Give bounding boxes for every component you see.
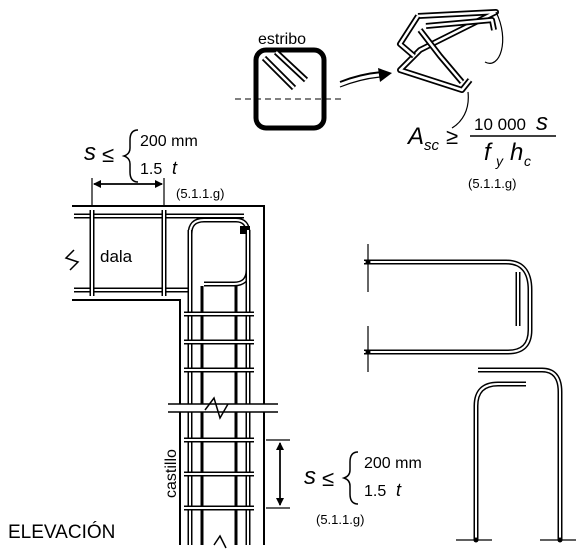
spacing-top-opt2-var: t (172, 158, 178, 178)
elevation-drawing (64, 205, 278, 549)
spacing-bottom-s: s (304, 463, 316, 490)
spacing-bottom-opt2-var: t (396, 480, 402, 500)
detail-arrowhead (378, 68, 392, 82)
beam-break-symbol (64, 249, 80, 271)
label-estribo: estribo (258, 31, 306, 48)
spacing-top-le: ≤ (102, 142, 114, 167)
spacing-bottom-opt1: 200 mm (364, 455, 422, 472)
label-castillo: castillo (163, 449, 180, 498)
stirrup-section (235, 47, 345, 131)
dala-stirrups (89, 210, 167, 296)
stirrup-hook-2-inner (275, 51, 307, 81)
spacing-bottom-ref: (5.1.1.g) (316, 512, 364, 527)
formula-y: y (495, 153, 504, 169)
castillo-stirrups (184, 311, 254, 511)
formula-numerator: 10 000 (474, 115, 526, 134)
spacing-bottom-brace (341, 451, 359, 505)
detail-arrow (339, 71, 383, 83)
formula-ge: ≥ (446, 124, 458, 149)
detail-arrow-2 (339, 76, 381, 88)
stirrup-3d (397, 9, 504, 129)
formula-ref: (5.1.1.g) (468, 176, 516, 191)
label-elevacion: ELEVACIÓN (8, 521, 115, 543)
spacing-rule-bottom: s ≤ 200 mm 1.5 t (5.1.1.g) (266, 439, 422, 527)
formula-sc: sc (424, 137, 440, 154)
spacing-bottom-opt2-num: 1.5 (364, 483, 386, 500)
stirrup-inner-gap (260, 54, 320, 124)
formula-s: s (536, 109, 548, 136)
column-break-symbol (204, 396, 229, 420)
spacing-bottom-le: ≤ (322, 466, 334, 491)
spacing-top-brace (121, 129, 139, 183)
hook-detail-upper (364, 244, 533, 372)
stirrup-hook-1-inner (263, 57, 295, 89)
spacing-top-s: s (84, 139, 96, 166)
stirrup-outer (253, 47, 327, 131)
hook-detail-lower (456, 367, 576, 543)
formula-a: A (406, 123, 424, 150)
formula-h: h (510, 139, 523, 166)
spacing-top-opt2-num: 1.5 (140, 161, 162, 178)
area-formula: A sc ≥ 10 000 s f y h c (5.1.1.g) (406, 109, 556, 191)
formula-f: f (484, 139, 493, 166)
label-dala: dala (100, 247, 133, 266)
spacing-rule-top: s ≤ 200 mm 1.5 t (5.1.1.g) (84, 129, 224, 206)
spacing-top-ref: (5.1.1.g) (176, 186, 224, 201)
spacing-top-opt1: 200 mm (140, 133, 198, 150)
formula-c: c (524, 153, 531, 169)
